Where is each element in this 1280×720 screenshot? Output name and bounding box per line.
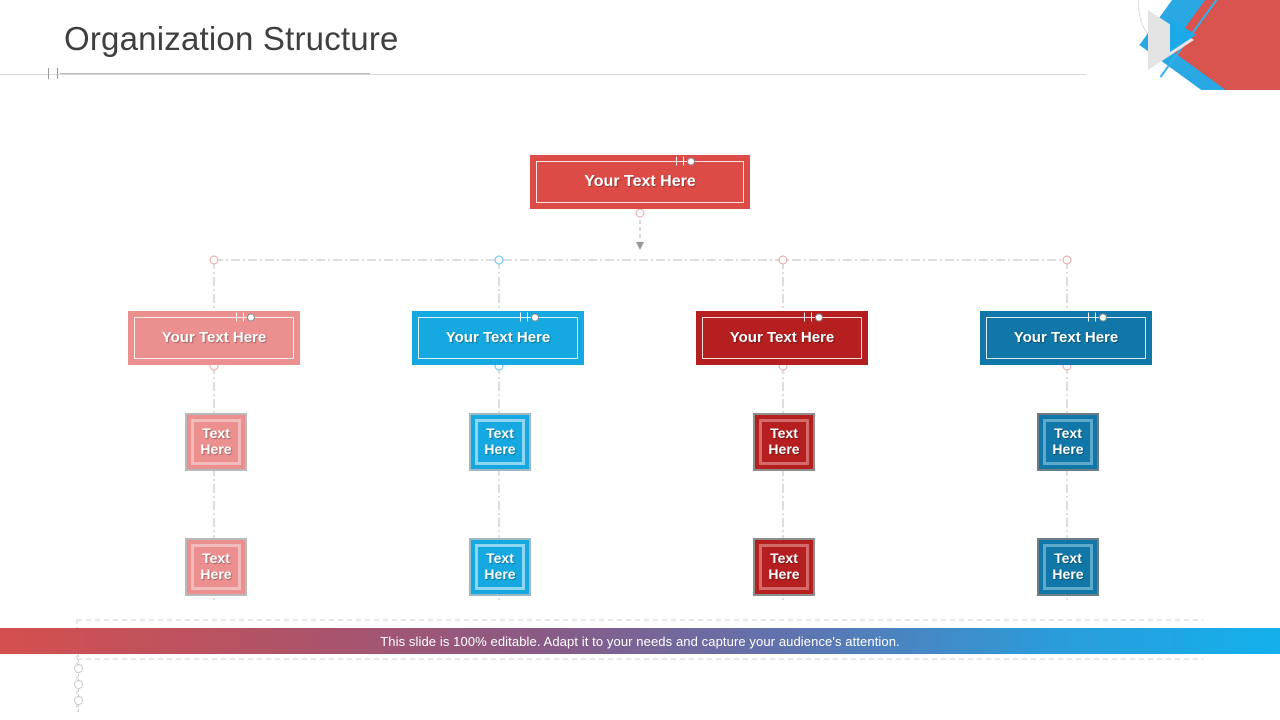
org-node-label: Your Text Here <box>1013 328 1119 346</box>
connector-ring-3 <box>778 255 788 265</box>
org-node-label: Your Text Here <box>584 173 696 191</box>
node-handles-root[interactable] <box>676 156 695 166</box>
org-node-root[interactable]: Your Text Here <box>530 155 750 209</box>
org-node-label: Your Text Here <box>729 328 835 346</box>
resize-bars-icon[interactable] <box>1088 312 1096 322</box>
banner-text: This slide is 100% editable. Adapt it to… <box>380 633 900 649</box>
org-node-branch-1[interactable]: Your Text Here <box>128 311 300 365</box>
corner-dot <box>74 680 83 689</box>
title-tick-marker <box>48 68 58 79</box>
node-handles-branch-1[interactable] <box>236 312 255 322</box>
corner-dot <box>74 664 83 673</box>
node-handles-branch-4[interactable] <box>1088 312 1107 322</box>
resize-bars-icon[interactable] <box>236 312 244 322</box>
page-title: Organization Structure <box>64 20 399 57</box>
org-node-branch-3[interactable]: Your Text Here <box>696 311 868 365</box>
node-handles-branch-2[interactable] <box>520 312 539 322</box>
node-handles-branch-3[interactable] <box>804 312 823 322</box>
rotate-dot-icon[interactable] <box>1099 313 1107 321</box>
connector-ring-2 <box>494 255 504 265</box>
corner-dot <box>74 696 83 705</box>
org-node-label: Your Text Here <box>445 328 551 346</box>
connector-ring-4 <box>1062 255 1072 265</box>
rotate-dot-icon[interactable] <box>531 313 539 321</box>
resize-bars-icon[interactable] <box>804 312 812 322</box>
corner-dot-markers <box>72 654 86 714</box>
resize-bars-icon[interactable] <box>520 312 528 322</box>
resize-bars-icon[interactable] <box>676 156 684 166</box>
org-node-branch-4[interactable]: Your Text Here <box>980 311 1152 365</box>
title-underline <box>60 73 370 74</box>
org-node-branch-2[interactable]: Your Text Here <box>412 311 584 365</box>
bottom-banner: This slide is 100% editable. Adapt it to… <box>0 628 1280 654</box>
connector-ring-root <box>635 208 645 218</box>
rotate-dot-icon[interactable] <box>687 157 695 165</box>
rotate-dot-icon[interactable] <box>247 313 255 321</box>
connector-ring-1 <box>209 255 219 265</box>
rotate-dot-icon[interactable] <box>815 313 823 321</box>
header-divider <box>0 74 1086 75</box>
org-node-label: Your Text Here <box>161 328 267 346</box>
